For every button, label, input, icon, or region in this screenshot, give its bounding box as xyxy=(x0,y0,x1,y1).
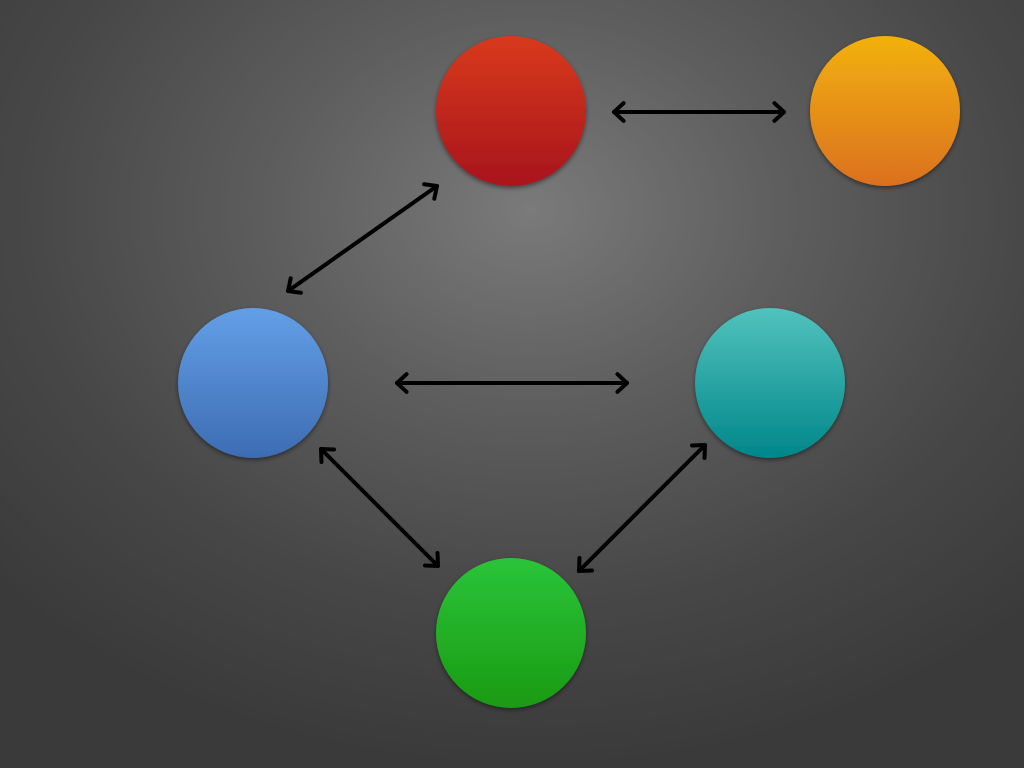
edge-green-teal xyxy=(577,443,707,573)
edge-blue-teal-head-end xyxy=(615,372,629,394)
edges-layer xyxy=(286,101,786,573)
edge-blue-green-head-end xyxy=(423,551,440,568)
edge-green-teal-shaft xyxy=(577,443,707,573)
green-node xyxy=(436,558,586,708)
edge-blue-red xyxy=(286,182,439,295)
edge-red-orange xyxy=(612,101,786,123)
edge-blue-green-shaft xyxy=(319,447,440,568)
edge-blue-teal xyxy=(395,372,629,394)
edge-blue-green xyxy=(319,447,440,568)
edge-blue-red-head-start xyxy=(286,276,303,295)
edge-green-teal-head-end xyxy=(690,443,707,460)
edge-blue-red-shaft xyxy=(286,184,439,293)
edge-red-orange-head-start xyxy=(612,101,626,123)
nodes-layer xyxy=(178,36,960,708)
edge-blue-green-head-start xyxy=(319,447,336,464)
edge-blue-red-head-end xyxy=(422,182,439,201)
blue-node xyxy=(178,308,328,458)
edge-red-orange-head-end xyxy=(772,101,786,123)
edge-blue-teal-head-start xyxy=(395,372,409,394)
red-node xyxy=(436,36,586,186)
teal-node xyxy=(695,308,845,458)
edge-green-teal-head-start xyxy=(577,556,594,573)
orange-node xyxy=(810,36,960,186)
